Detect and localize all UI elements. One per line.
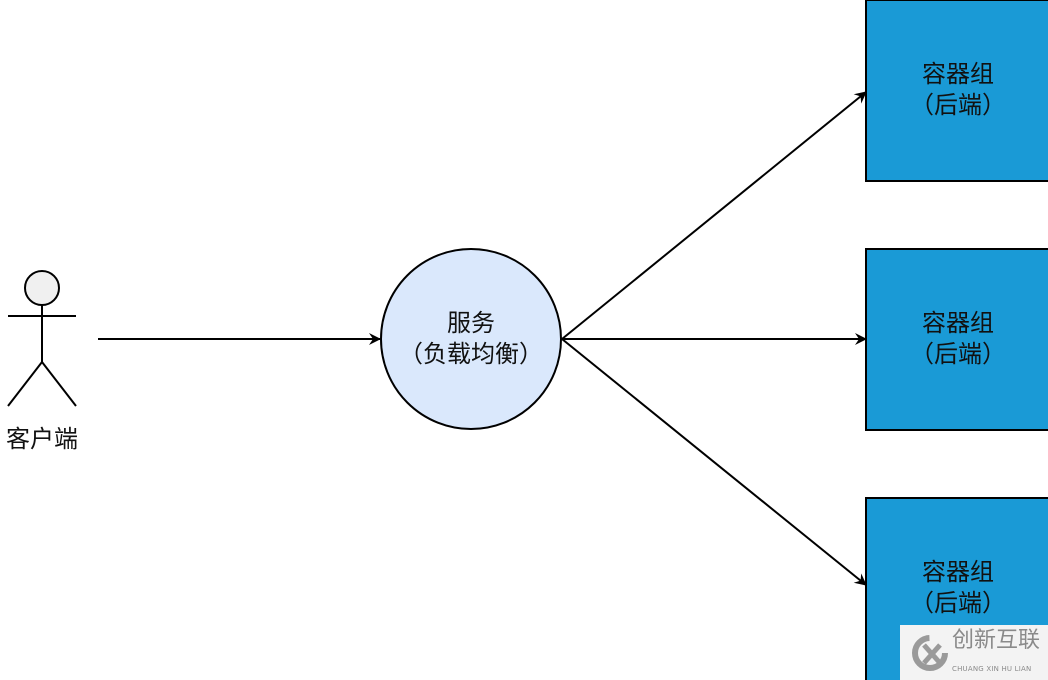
client-actor-icon (7, 270, 77, 407)
pod-subtitle: （后端） (910, 589, 1006, 617)
service-node (380, 248, 562, 430)
pod-label-2: 容器组 （后端） (866, 308, 1048, 370)
service-subtitle: （负载均衡） (399, 340, 543, 368)
service-label: 服务 （负载均衡） (381, 308, 561, 370)
watermark-subtext: CHUANG XIN HU LIAN (952, 665, 1032, 673)
arrow-service-to-pod-1 (561, 91, 867, 340)
pod-title: 容器组 (922, 558, 994, 586)
pod-subtitle: （后端） (910, 91, 1006, 119)
arrow-service-to-pod-3 (561, 338, 867, 586)
pod-node-2 (865, 248, 1048, 431)
watermark-logo-icon (912, 635, 948, 671)
pod-label-3: 容器组 （后端） (866, 557, 1048, 619)
pod-title: 容器组 (922, 60, 994, 88)
pod-title: 容器组 (922, 309, 994, 337)
watermark: 创新互联 CHUANG XIN HU LIAN (900, 625, 1048, 680)
watermark-text: 创新互联 (952, 628, 1041, 653)
service-title: 服务 (447, 309, 495, 337)
client-label: 客户端 (6, 425, 78, 453)
pod-node-1 (865, 0, 1048, 182)
pod-subtitle: （后端） (910, 340, 1006, 368)
pod-label-1: 容器组 （后端） (866, 59, 1048, 121)
